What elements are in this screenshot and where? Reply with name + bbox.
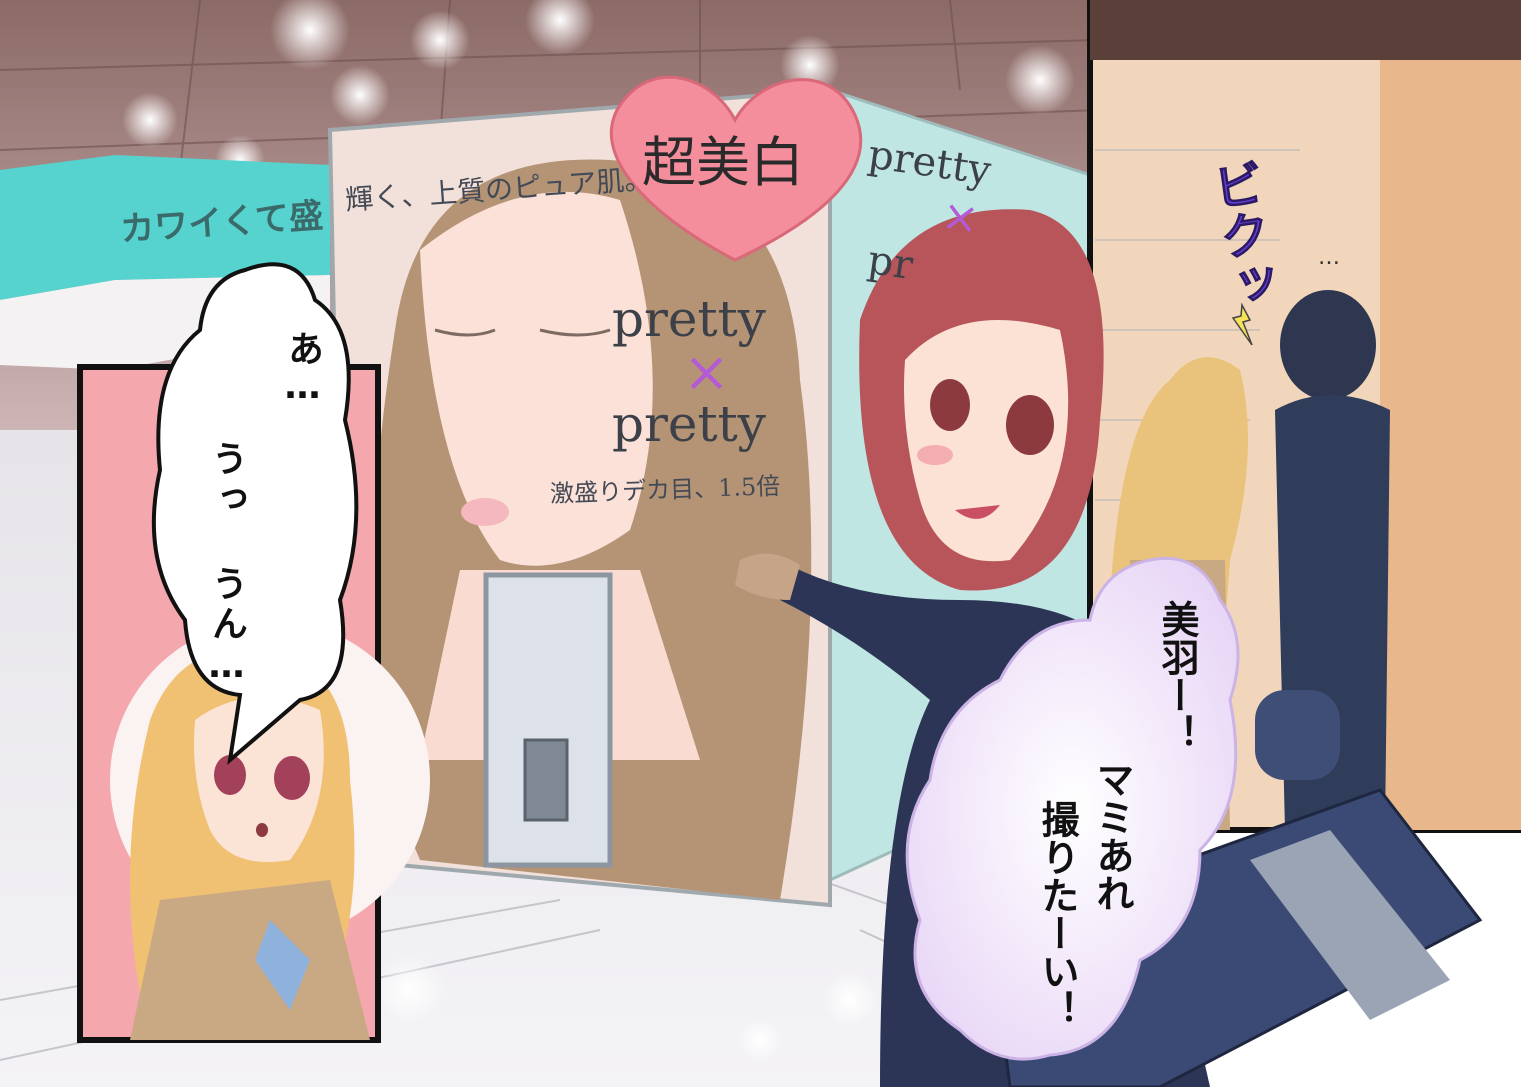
inset-girl-blazer xyxy=(130,880,370,1040)
poster-face xyxy=(420,191,653,566)
brunette-mouth xyxy=(955,505,1000,519)
dialogue-miu: 美羽ー！ xyxy=(1155,600,1199,752)
side-brand-cross: × xyxy=(938,189,983,246)
brunette-eye-left xyxy=(930,379,970,431)
booth-brand-line1: pretty xyxy=(612,290,766,348)
inset-girl-face xyxy=(194,697,324,862)
sfx-dots: … xyxy=(1318,245,1340,270)
right-speech-bubble xyxy=(905,556,1240,1061)
dialogue-line-un: うっ うん… xyxy=(206,440,247,690)
dialogue-line-a: あ… xyxy=(282,330,323,407)
booth-screen xyxy=(523,738,569,822)
inset-girl-collar xyxy=(255,920,310,1010)
store-sign xyxy=(0,155,330,300)
brunette-hand xyxy=(735,553,800,600)
poster-lips xyxy=(461,498,509,526)
inset-girl-mouth xyxy=(256,823,268,837)
boy-bag xyxy=(1255,690,1340,780)
startle-mark xyxy=(1231,302,1253,346)
inset-girl-eye-left xyxy=(214,755,246,795)
ceiling-grid xyxy=(0,0,1101,171)
dialogue-mami: マミあれ xyxy=(1090,760,1134,912)
booth-brand-line2: pretty xyxy=(612,395,766,453)
side-panel-ceiling xyxy=(1090,0,1521,60)
boy-head xyxy=(1280,290,1376,400)
heart-badge xyxy=(609,75,863,262)
poster-eyes xyxy=(434,328,611,337)
side-brand-line2: pr xyxy=(865,237,916,289)
side-panel-wall xyxy=(1380,60,1521,830)
dialogue-toritai: 撮りたーい！ xyxy=(1035,800,1079,1028)
brunette-blush xyxy=(917,445,953,465)
left-speech-bubble xyxy=(151,262,359,766)
inset-girl-eye-right xyxy=(274,756,310,800)
brunette-eye-right xyxy=(1006,395,1054,455)
bag-strap xyxy=(1250,830,1450,1020)
booth-brand-cross: × xyxy=(683,340,730,405)
heart-text: 超美白 xyxy=(642,131,804,194)
